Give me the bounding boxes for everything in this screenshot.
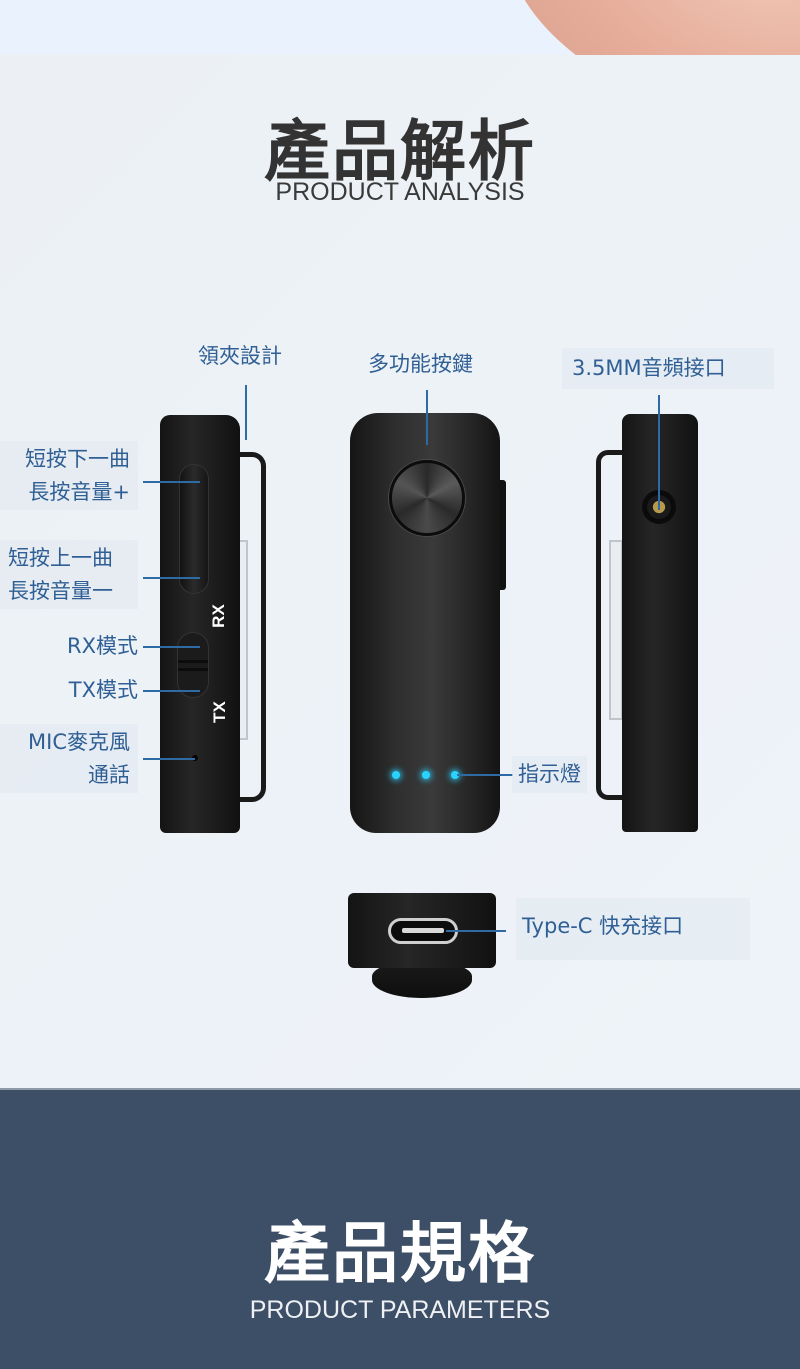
callout-line-type-c [446, 930, 506, 932]
label-next-track-line1: 短按下一曲 [25, 447, 130, 471]
label-next-track-line2: 長按音量+ [28, 479, 130, 504]
product-parameters-section [0, 1088, 800, 1369]
switch-grip [178, 668, 208, 671]
label-prev-track-line1: 短按上一曲 [8, 546, 113, 570]
mic-hole [192, 755, 198, 761]
usb-c-tongue [402, 928, 444, 933]
label-mic-line1: MIC麥克風 [28, 730, 130, 754]
rx-tx-switch [177, 632, 209, 698]
multi-function-button [389, 460, 465, 536]
parameters-title: 產品規格 [264, 1215, 536, 1292]
led-indicator-3 [451, 771, 459, 779]
callout-line-rx [143, 646, 200, 648]
rx-marking: RX [208, 604, 228, 628]
device-base [372, 962, 472, 998]
callout-line-multi-button [426, 390, 428, 445]
top-photo-strip [0, 0, 800, 55]
parameters-subtitle: PRODUCT PARAMETERS [249, 1296, 551, 1324]
label-collar-clip: 領夾設計 [198, 344, 282, 368]
label-mic: MIC麥克風 通話 [0, 724, 138, 794]
callout-line-next-track [143, 481, 200, 483]
label-next-track: 短按下一曲 長按音量+ [0, 441, 138, 511]
analysis-subtitle: PRODUCT ANALYSIS [275, 178, 525, 206]
led-indicator-2 [422, 771, 430, 779]
tx-marking: TX [209, 701, 229, 723]
callout-line-audio-jack [658, 395, 660, 510]
side-tab [498, 480, 506, 590]
callout-line-indicator [457, 774, 513, 776]
label-multi-function-button: 多功能按鍵 [368, 352, 473, 376]
device-side-view-right [622, 414, 698, 832]
led-indicator-1 [392, 771, 400, 779]
label-tx-mode: TX模式 [68, 678, 138, 702]
label-prev-track-line2: 長按音量一 [8, 578, 113, 603]
switch-grip [178, 660, 208, 663]
label-mic-line2: 通話 [88, 762, 130, 787]
analysis-title: 產品解析 [264, 113, 536, 190]
callout-line-mic [143, 758, 195, 760]
belt-clip-right [596, 450, 626, 800]
label-prev-track: 短按上一曲 長按音量一 [0, 540, 138, 610]
callout-line-tx [143, 690, 200, 692]
label-type-c-port: Type-C 快充接口 [516, 898, 750, 960]
finger-photo [470, 0, 800, 55]
callout-line-prev-track [143, 577, 200, 579]
label-audio-jack: 3.5MM音頻接口 [562, 348, 774, 389]
clip-gap-right [609, 540, 623, 720]
volume-rocker [179, 464, 209, 594]
callout-line-collar-clip [245, 385, 247, 440]
belt-clip-left [238, 452, 266, 802]
label-indicator-light: 指示燈 [512, 756, 587, 793]
label-rx-mode: RX模式 [67, 634, 138, 658]
